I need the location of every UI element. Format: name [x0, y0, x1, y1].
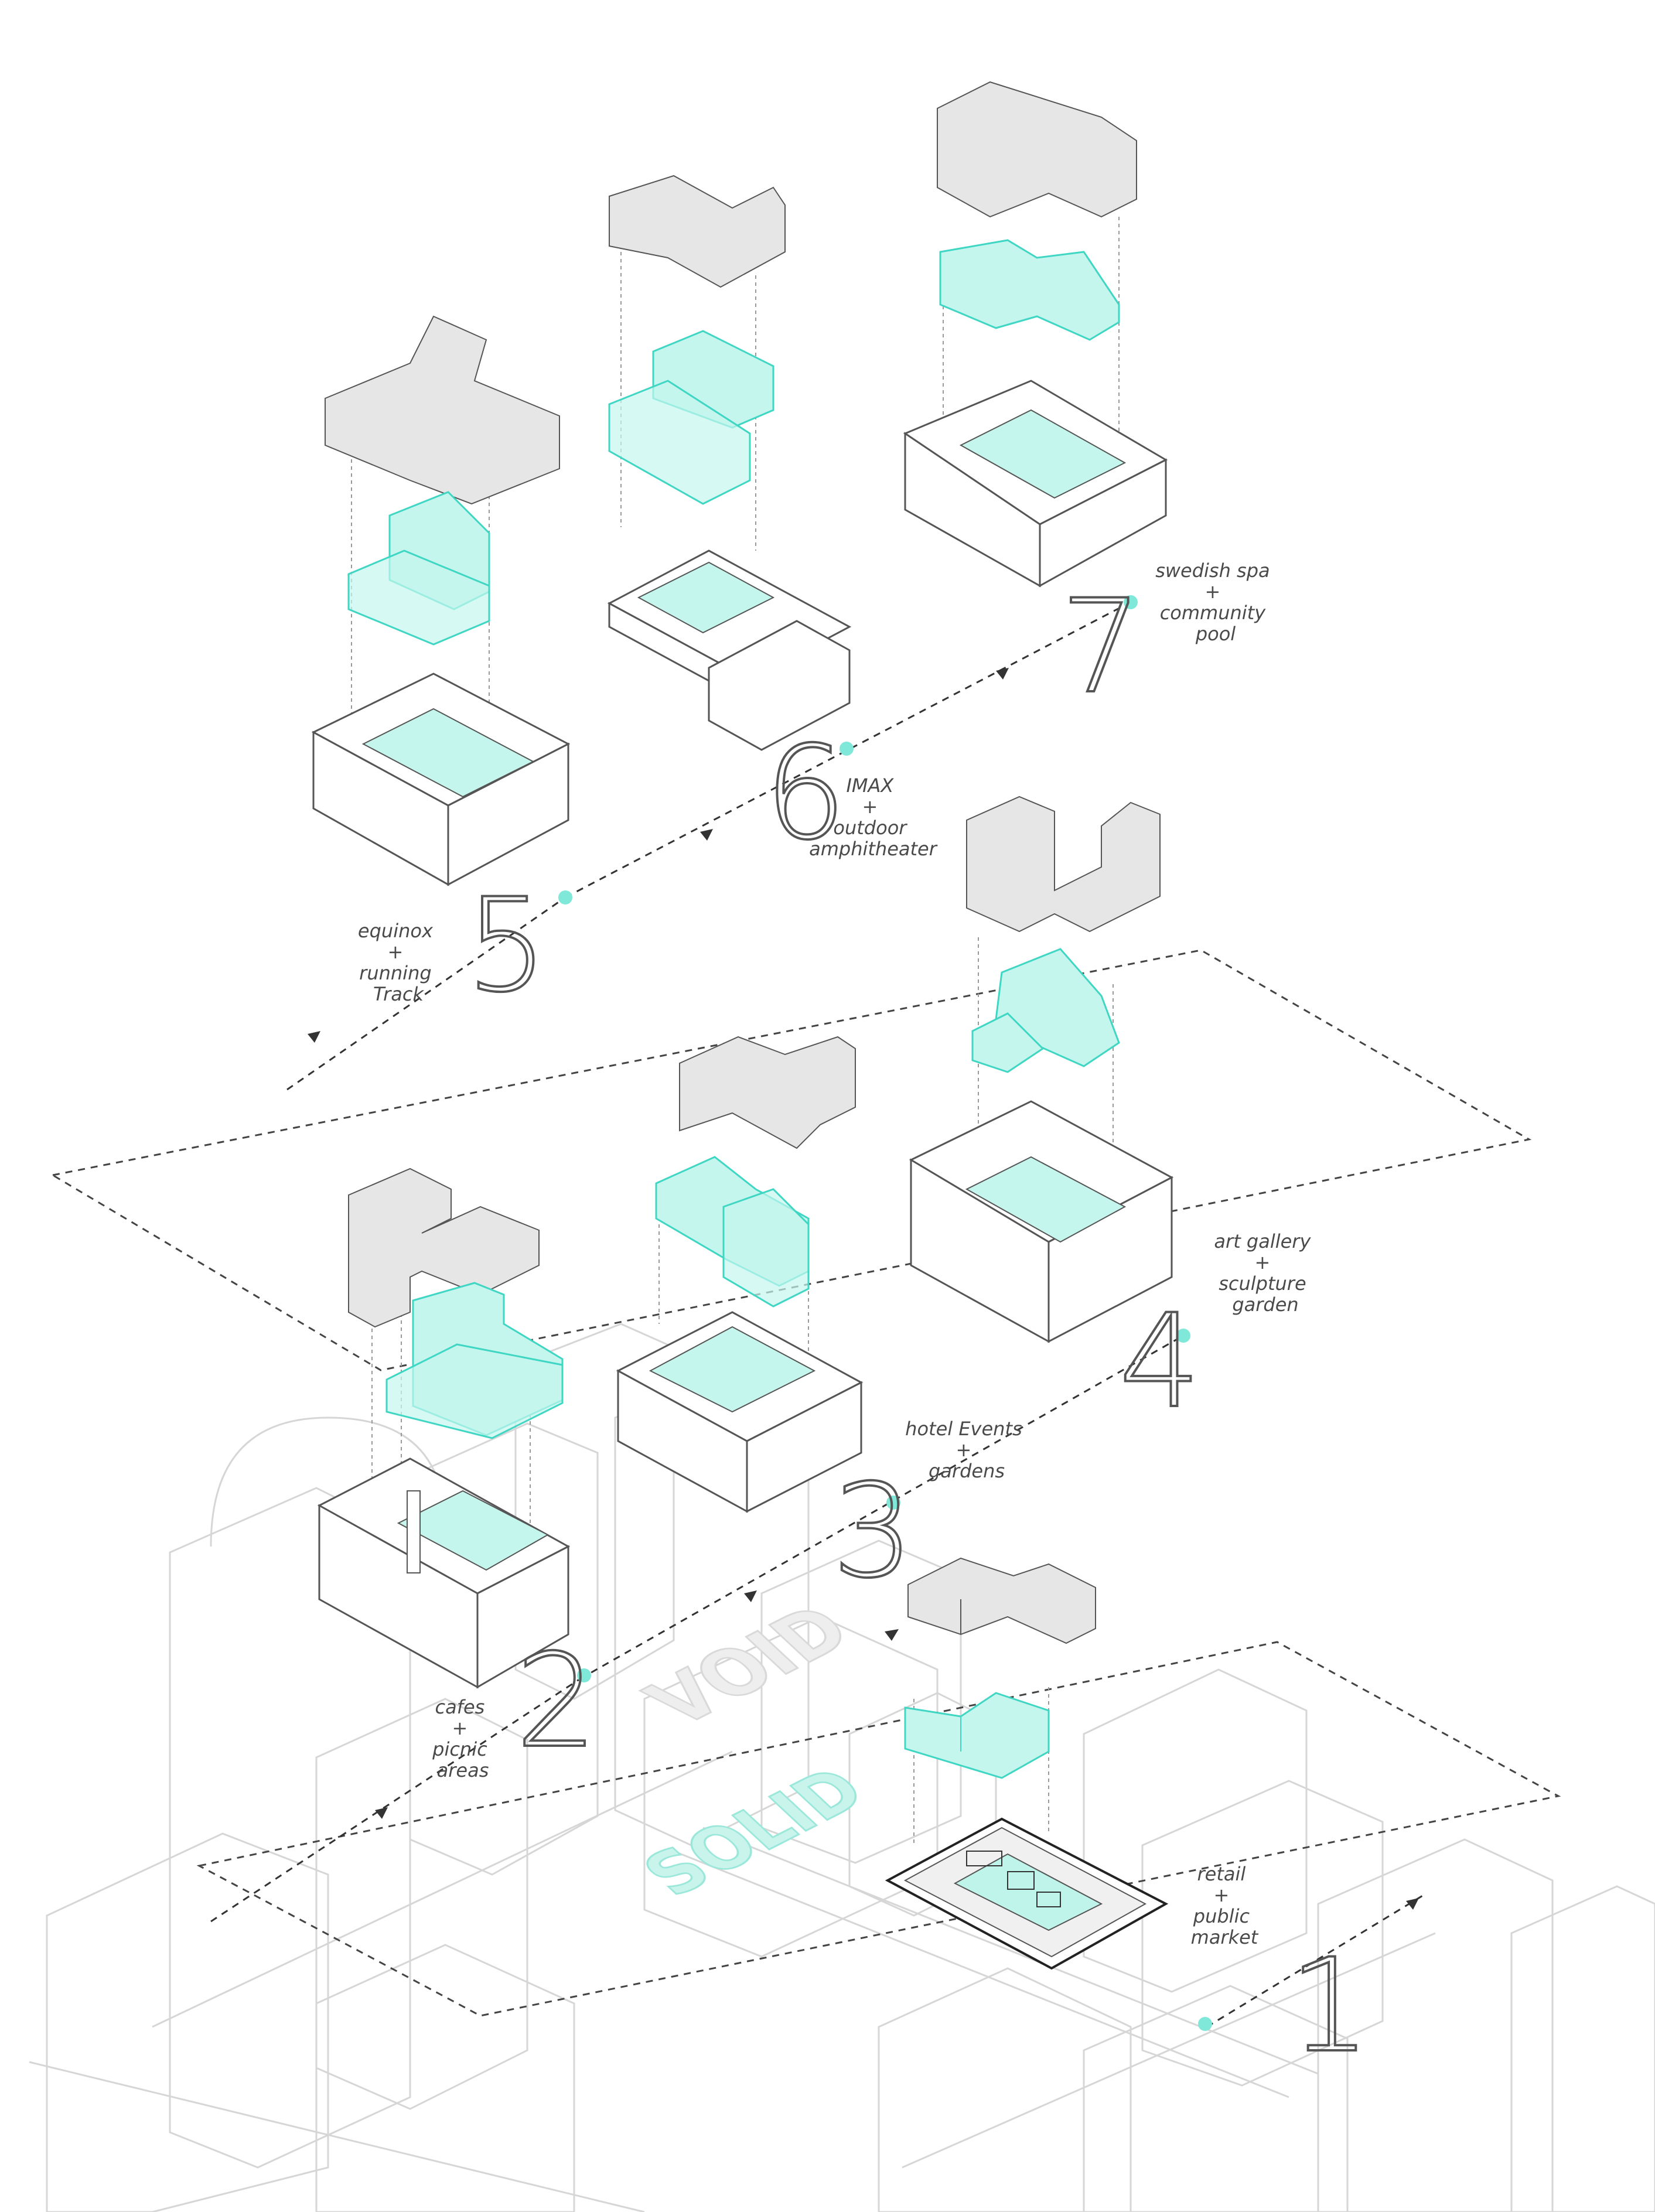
stack-1-retail-market: [885, 1557, 1169, 1970]
stop-2-dot: [577, 1668, 591, 1682]
stop-numbers: 1 2 3 4 5 6 7: [465, 571, 1372, 2082]
stack-5-equinox: [311, 315, 571, 886]
solid-watermark: SOLID: [627, 1755, 882, 1909]
stop-6-number: 6: [765, 718, 847, 868]
stop-dots: [558, 595, 1212, 2031]
stop-2-number: 2: [516, 1626, 598, 1776]
stop-1-dot: [1198, 2017, 1212, 2031]
upper-site-outline: [50, 949, 1532, 1371]
stop-2-label: cafes + picnic areas: [432, 1696, 493, 1781]
stop-1-number: 1: [1289, 1931, 1371, 2081]
stop-5-number: 5: [466, 871, 548, 1020]
stop-4-label: art gallery + sculpture garden: [1214, 1230, 1316, 1316]
stop-labels: retail + public market cafes + picnic ar…: [358, 559, 1316, 1948]
stop-7-label: swedish spa + community pool: [1155, 559, 1276, 645]
dashed-floor-outlines: [50, 949, 1561, 2017]
stop-5-dot: [558, 890, 572, 904]
stop-7-dot: [1124, 595, 1138, 609]
circulation-path: [210, 601, 1424, 2028]
stop-3-number: 3: [832, 1456, 914, 1606]
lower-site-outline: [196, 1641, 1561, 2017]
stop-6-label: IMAX + outdoor amphitheater: [809, 774, 938, 860]
stack-4-art-gallery: [909, 796, 1174, 1343]
void-watermark: VOID: [629, 1592, 869, 1740]
stack-7-swedish-spa: [903, 81, 1168, 588]
stop-6-dot: [840, 742, 854, 756]
stack-2-cafes-picnic: [317, 1168, 571, 1689]
stack-6-imax: [607, 175, 852, 751]
stop-5-label: equinox + running Track: [358, 920, 439, 1005]
stop-3-dot: [886, 1496, 900, 1510]
stop-4-number: 4: [1119, 1286, 1201, 1436]
stop-3-label: hotel Events + gardens: [905, 1418, 1028, 1482]
stop-1-label: retail + public market: [1191, 1863, 1259, 1948]
stop-4-dot: [1176, 1329, 1190, 1343]
city-context: [29, 1323, 1655, 2212]
stack-3-hotel-events: [616, 1036, 864, 1513]
void-solid-watermarks: VOID SOLID: [626, 1590, 882, 1910]
stop-7-number: 7: [1060, 572, 1142, 722]
